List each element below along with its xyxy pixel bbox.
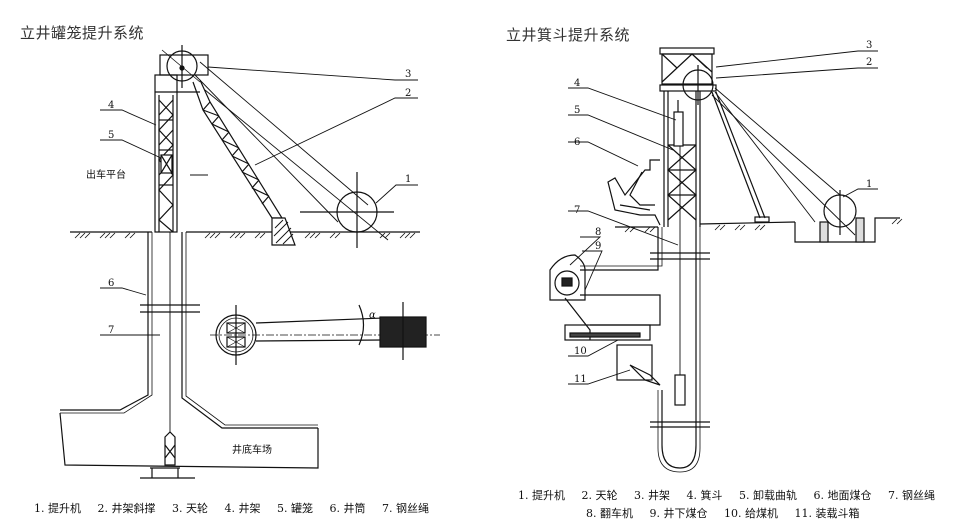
legend-item: 10. 给煤机 [724, 507, 778, 520]
legend-item: 11. 装载斗箱 [794, 507, 860, 520]
callout-2: 2 [866, 57, 872, 68]
headframe [659, 47, 717, 227]
cage-hoisting-title: 立井罐笼提升系统 [20, 24, 145, 42]
skip-hoisting-diagram: 3 2 1 4 5 6 7 8 9 10 11 [549, 40, 903, 473]
angle-label: α [369, 310, 376, 321]
legend-item: 3. 井架 [634, 489, 670, 502]
station-label: 井底车场 [232, 443, 272, 456]
legend-item: 4. 箕斗 [686, 489, 723, 502]
callout-labels: 3 2 1 4 5 6 7 出车平台 井底车场 α [86, 69, 411, 456]
inclined-strut [711, 91, 770, 223]
callout-1: 1 [866, 179, 872, 190]
hoisting-ropes [679, 87, 856, 390]
callout-leaders [100, 66, 418, 336]
legend-item: 5. 罐笼 [277, 502, 313, 515]
cage-hoisting-legend: 1. 提升机 2. 井架斜撑 3. 天轮 4. 井架 5. 罐笼 6. 井筒 7… [34, 500, 442, 516]
legend-item: 6. 地面煤仓 [813, 489, 872, 502]
callout-leaders [568, 50, 878, 385]
legend-item: 8. 翻车机 [586, 507, 633, 520]
callout-1: 1 [405, 174, 411, 185]
bottom-cage [164, 431, 176, 466]
hoist-drum [300, 172, 394, 248]
skip-hoisting-legend-row-1: 1. 提升机 2. 天轮 3. 井架 4. 箕斗 5. 卸载曲轨 6. 地面煤仓… [518, 487, 948, 503]
legend-item: 7. 钢丝绳 [888, 489, 935, 502]
skip-hoisting-panel: 立井箕斗提升系统 [490, 0, 964, 532]
ground-surface [70, 231, 420, 239]
callout-2: 2 [405, 88, 411, 99]
legend-item: 6. 井筒 [329, 502, 366, 515]
legend-item: 1. 提升机 [518, 489, 565, 502]
shaft [59, 232, 319, 479]
hoist-drum [819, 190, 865, 243]
callout-3: 3 [405, 69, 411, 80]
callout-7: 7 [574, 205, 580, 216]
cage [160, 154, 173, 174]
callout-labels: 3 2 1 4 5 6 7 8 9 10 11 [574, 40, 872, 385]
tipper [549, 254, 586, 301]
skip-hoisting-title: 立井箕斗提升系统 [506, 26, 631, 44]
legend-item: 1. 提升机 [34, 502, 81, 515]
hoisting-ropes [169, 61, 389, 445]
head-sheave [682, 65, 714, 105]
callout-4: 4 [574, 78, 580, 89]
coal-feeder [564, 324, 651, 341]
callout-7: 7 [108, 325, 114, 336]
cage-hoisting-diagram: 3 2 1 4 5 6 7 出车平台 井底车场 α [59, 45, 440, 479]
callout-5: 5 [108, 130, 114, 141]
callout-11: 11 [574, 374, 587, 385]
callout-9: 9 [595, 241, 601, 252]
platform-label: 出车平台 [86, 168, 126, 181]
skip [673, 100, 684, 147]
legend-item: 3. 天轮 [172, 502, 208, 515]
legend-item: 4. 井架 [224, 502, 261, 515]
head-sheave [161, 45, 201, 88]
callout-3: 3 [866, 40, 872, 51]
bottom-skip [674, 374, 686, 406]
callout-6: 6 [108, 278, 114, 289]
loading-pocket [616, 344, 661, 386]
inclined-strut [192, 79, 296, 246]
surface-bunker [607, 159, 661, 226]
legend-item: 2. 天轮 [581, 489, 618, 502]
legend-item: 5. 卸载曲轨 [739, 489, 797, 502]
cage-hoisting-panel: 立井罐笼提升系统 [20, 24, 442, 516]
callout-4: 4 [108, 100, 114, 111]
callout-5: 5 [574, 105, 580, 116]
ground-surface [615, 217, 903, 243]
legend-item: 7. 钢丝绳 [382, 502, 429, 515]
callout-6: 6 [574, 137, 580, 148]
callout-10: 10 [574, 346, 587, 357]
plan-view [210, 302, 440, 365]
skip-hoisting-legend-row-2: 8. 翻车机 9. 井下煤仓 10. 给煤机 11. 装载斗箱 [586, 505, 873, 521]
legend-item: 9. 井下煤仓 [649, 507, 708, 520]
shaft [580, 227, 710, 473]
legend-item: 2. 井架斜撑 [97, 502, 156, 515]
callout-8: 8 [595, 227, 601, 238]
